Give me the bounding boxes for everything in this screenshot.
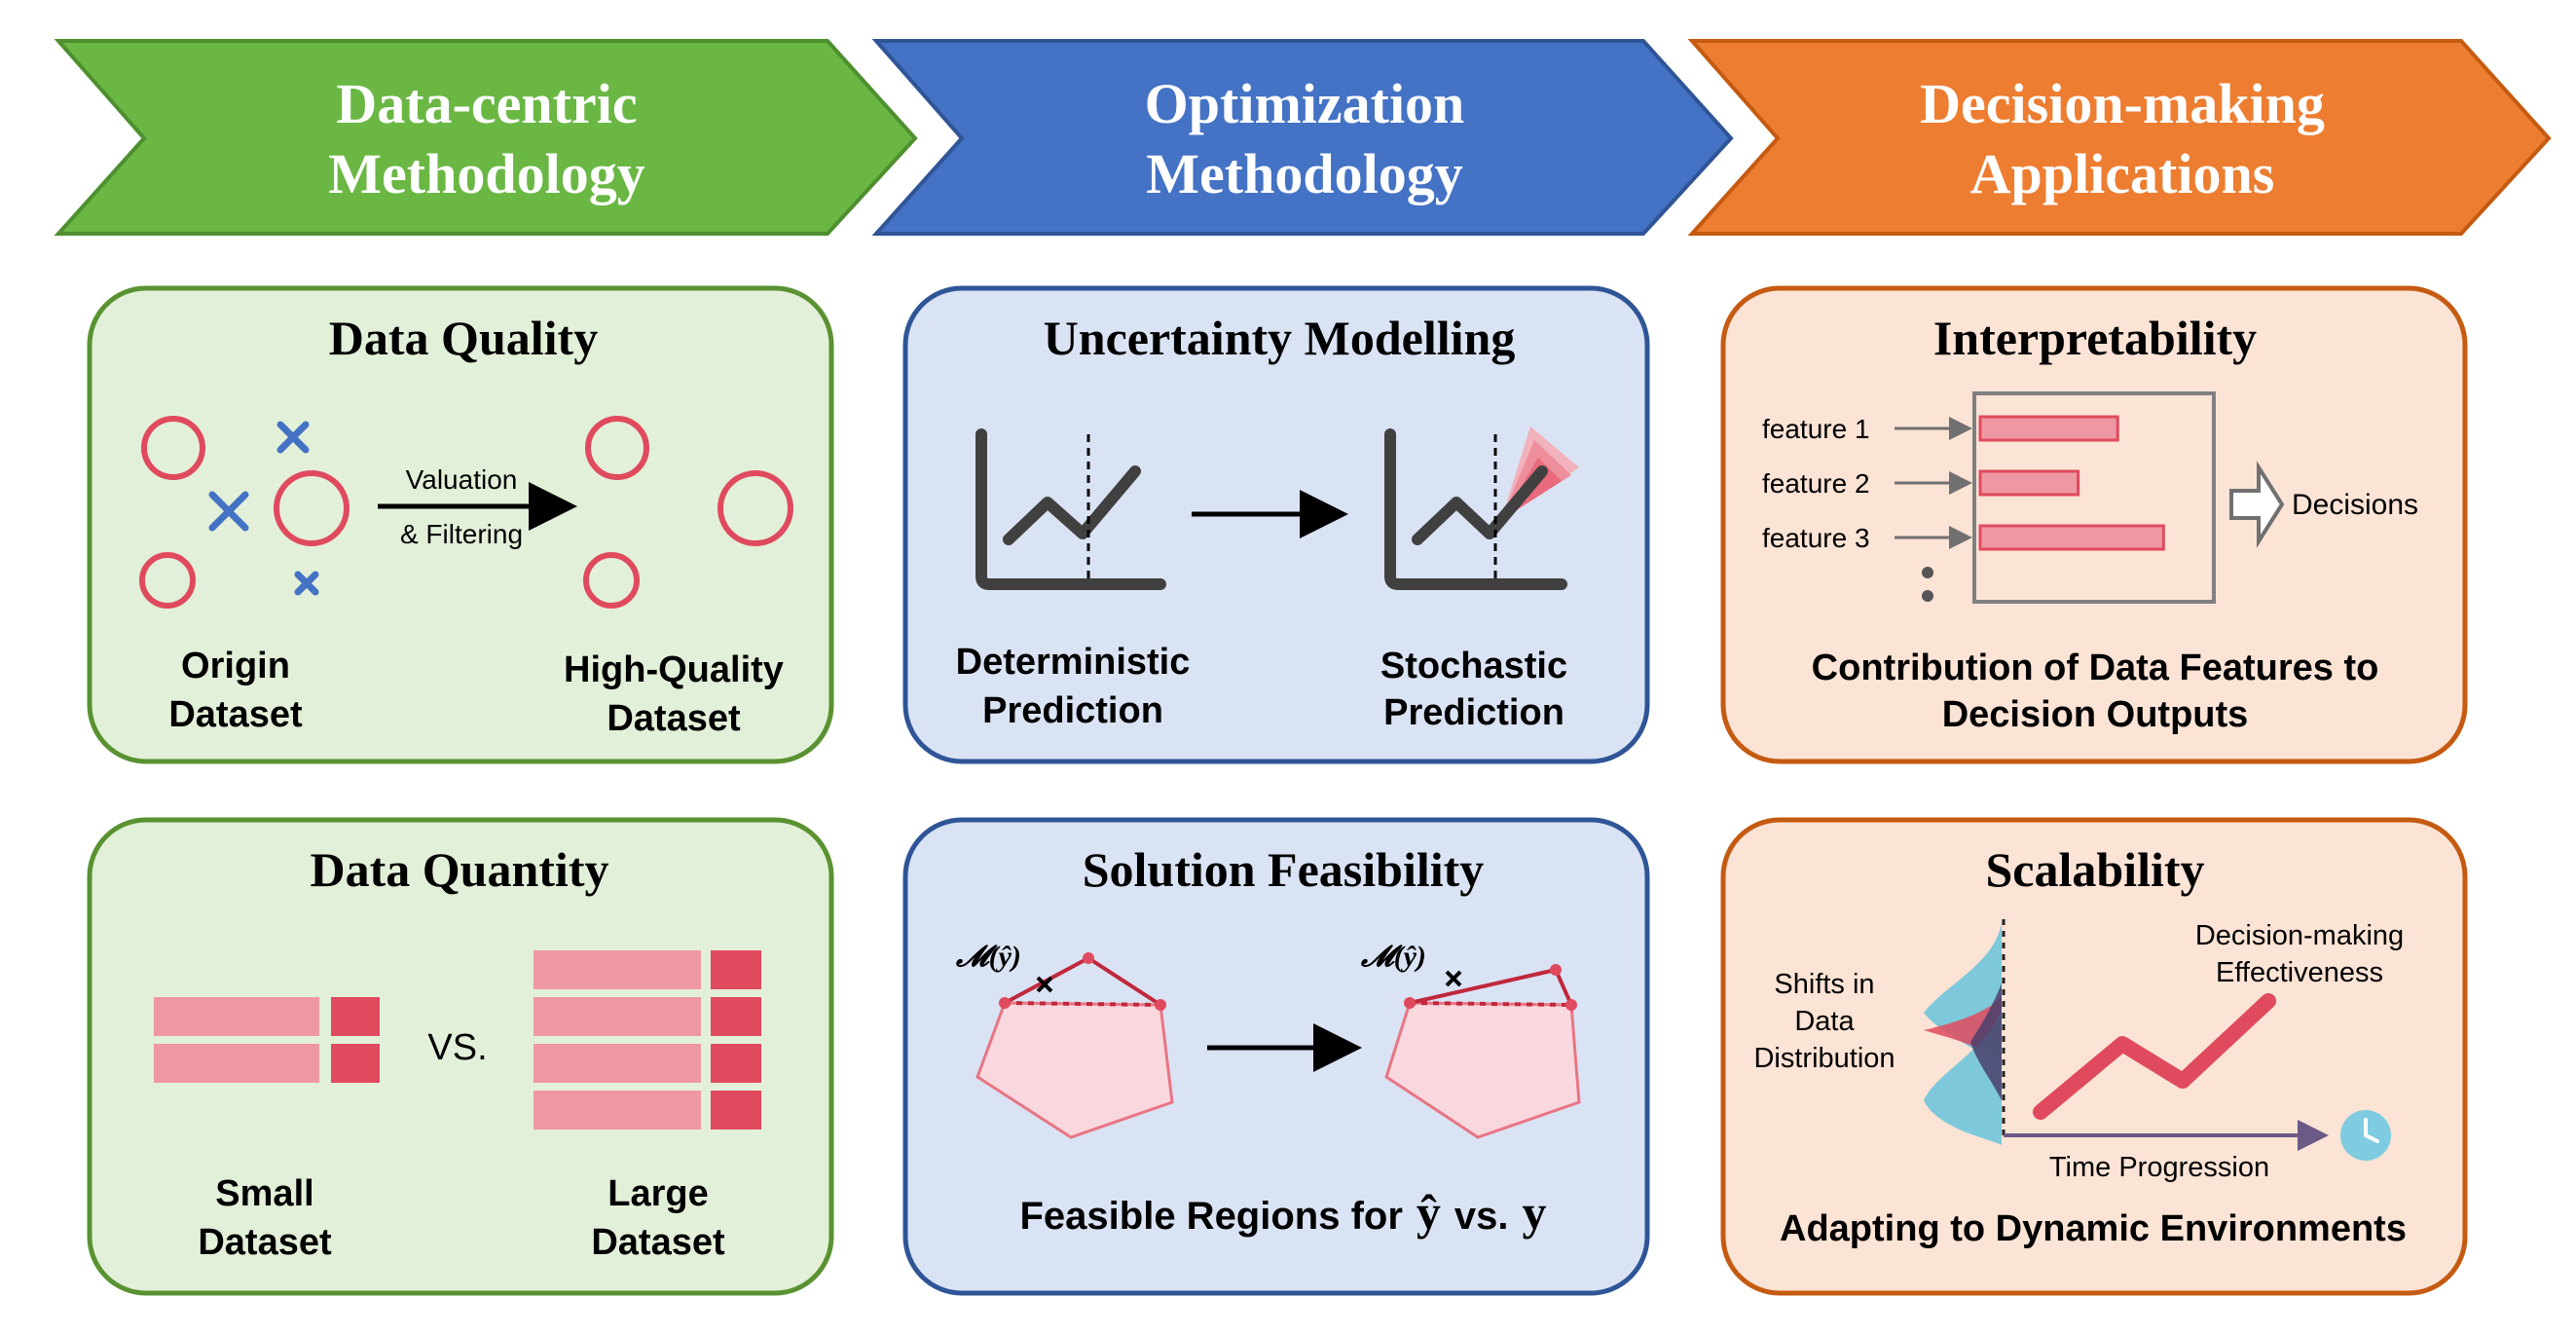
panel-title: Scalability — [1985, 842, 2204, 897]
shift-label: Shifts in — [1774, 969, 1874, 1000]
shift-label: Distribution — [1753, 1043, 1895, 1074]
header-text-line2: Applications — [1970, 142, 2275, 205]
label: Prediction — [1383, 692, 1564, 733]
distribution-shift-icon — [1924, 923, 2002, 1145]
feature-row: feature 1 — [1762, 414, 2119, 444]
header-optimization: Optimization Methodology — [871, 39, 1734, 236]
feasibility-caption: Feasible Regions for ŷ vs. y — [1019, 1185, 1546, 1240]
more-features-dots — [1922, 567, 1933, 602]
label: Deterministic — [956, 642, 1191, 683]
shift-label: Data — [1794, 1006, 1855, 1037]
label: Prediction — [982, 690, 1163, 731]
decision-arrow-icon — [2229, 461, 2285, 548]
effectiveness-label: Decision-making — [2195, 920, 2404, 951]
feature-row: feature 3 — [1762, 523, 2165, 553]
header-data-centric: Data-centric Methodology — [54, 39, 918, 236]
stochastic-chart-icon — [1384, 426, 1579, 590]
feature-box — [1972, 391, 2216, 604]
caption: Decision Outputs — [1942, 694, 2249, 735]
feature-label: feature 1 — [1762, 414, 1870, 444]
panel-title: Interpretability — [1933, 311, 2257, 365]
feature-contributions: feature 1 feature 2 feature 3 — [1762, 414, 2165, 553]
panel-data-quantity: Data Quantity VS. Small Dataset Large Da… — [87, 817, 834, 1296]
high-quality-points — [583, 416, 793, 609]
arrow-label: & Filtering — [400, 519, 523, 549]
label: High-Quality — [564, 649, 784, 690]
feasible-region-left: 𝓜(ŷ) — [955, 941, 1174, 1139]
panel-data-quality: Data Quality Valuation & Filtering Origi… — [87, 285, 834, 764]
feasible-region-right: 𝓜(ŷ) — [1360, 941, 1581, 1139]
panel-title: Solution Feasibility — [1083, 842, 1485, 897]
feature-bar — [1978, 415, 2119, 442]
feature-label: feature 3 — [1762, 523, 1870, 553]
m-label: 𝓜(ŷ) — [1360, 941, 1426, 973]
header-text-line1: Decision-making — [1920, 72, 2325, 135]
clock-icon — [2340, 1110, 2391, 1161]
label: Dataset — [607, 698, 741, 739]
deterministic-chart-icon — [975, 428, 1166, 590]
panel-scalability: Scalability Shifts in Data Distribution … — [1720, 817, 2468, 1296]
caption: Adapting to Dynamic Environments — [1780, 1208, 2407, 1249]
header-decision-making: Decision-making Applications — [1687, 39, 2552, 236]
header-text-line2: Methodology — [1146, 142, 1462, 205]
origin-dataset-points — [139, 416, 350, 609]
caption-vs: vs. — [1454, 1195, 1509, 1238]
panel-solution-feasibility: Solution Feasibility 𝓜(ŷ) 𝓜(ŷ) Feasible … — [902, 817, 1650, 1296]
cross-marks — [208, 421, 319, 596]
time-label: Time Progression — [2049, 1152, 2269, 1183]
effectiveness-trend-line — [2033, 993, 2276, 1120]
y-symbol: y — [1523, 1185, 1547, 1240]
label: Dataset — [591, 1222, 725, 1263]
effectiveness-label: Effectiveness — [2216, 957, 2383, 988]
header-text-line2: Methodology — [328, 142, 644, 205]
feature-bar — [1978, 469, 2080, 497]
caption-prefix: Feasible Regions for — [1019, 1195, 1402, 1238]
y-hat-symbol: ŷ — [1417, 1185, 1441, 1240]
small-dataset-icon — [154, 997, 380, 1083]
header-text-line1: Data-centric — [336, 72, 637, 135]
panel-uncertainty-modelling: Uncertainty Modelling Deterministic Pred… — [902, 285, 1650, 764]
feature-row: feature 2 — [1762, 468, 2080, 499]
header-text-line1: Optimization — [1145, 72, 1465, 135]
vs-label: VS. — [427, 1027, 487, 1068]
panel-title: Data Quantity — [311, 842, 609, 897]
label: Large — [607, 1173, 708, 1214]
caption: Contribution of Data Features to — [1812, 648, 2379, 688]
label: Stochastic — [1380, 646, 1567, 686]
panel-title: Uncertainty Modelling — [1044, 311, 1516, 365]
large-dataset-icon — [534, 950, 761, 1130]
feature-bar — [1978, 524, 2165, 551]
feature-label: feature 2 — [1762, 468, 1870, 499]
decisions-label: Decisions — [2292, 489, 2418, 521]
label: Dataset — [198, 1222, 332, 1263]
label: Small — [215, 1173, 313, 1214]
label: Dataset — [168, 694, 303, 735]
label: Origin — [181, 646, 290, 686]
panel-title: Data Quality — [329, 311, 598, 365]
m-label: 𝓜(ŷ) — [955, 941, 1021, 973]
arrow-label: Valuation — [406, 464, 518, 495]
